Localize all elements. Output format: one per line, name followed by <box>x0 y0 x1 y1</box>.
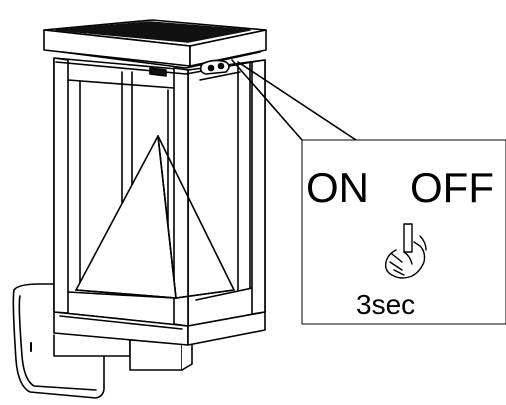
power-switch-icon <box>149 59 230 77</box>
bottom-bracket <box>53 334 193 371</box>
pyramid-reflector <box>75 135 235 299</box>
on-label: ON <box>306 164 369 211</box>
hand-pressing-switch-icon <box>384 223 427 279</box>
callout-leader-lines <box>231 59 357 141</box>
off-label: OFF <box>410 164 494 211</box>
solar-panel-icon <box>55 21 251 43</box>
hold-time-label: 3sec <box>356 289 415 320</box>
lantern-base <box>53 311 266 346</box>
